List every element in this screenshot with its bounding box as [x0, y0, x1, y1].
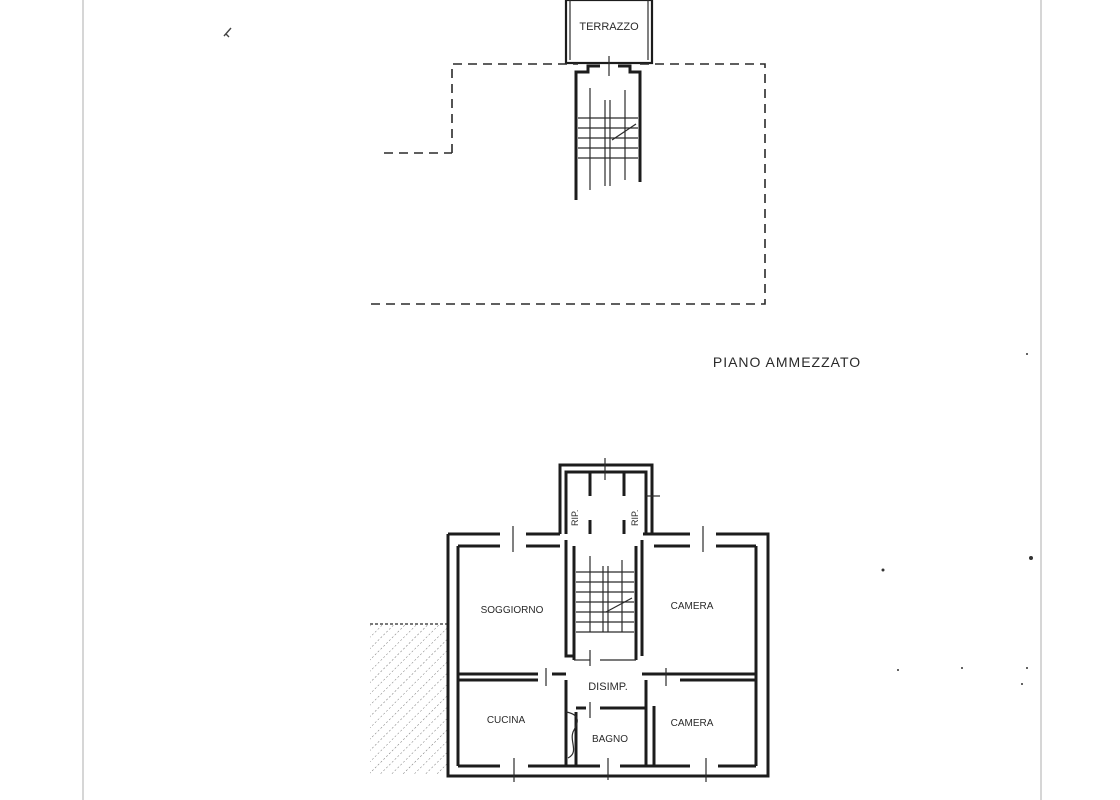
upper-plan: TERRAZZO [366, 0, 766, 305]
door-marks [512, 526, 707, 782]
room-camera-bottom: CAMERA [671, 718, 714, 729]
pencil-mark [223, 27, 232, 38]
scan-specks [881, 353, 1033, 685]
room-soggiorno: SOGGIORNO [481, 605, 544, 616]
floor-title: PIANO AMMEZZATO [713, 354, 861, 370]
upper-stair-core [574, 56, 642, 200]
hatched-courtyard [370, 624, 448, 774]
terrace-label: TERRAZZO [579, 21, 639, 33]
room-disimp: DISIMP. [588, 681, 628, 693]
room-bagno: BAGNO [592, 734, 628, 745]
room-cucina: CUCINA [487, 715, 526, 726]
lower-stair [576, 556, 634, 633]
lower-plan: RIP. RIP. [370, 458, 770, 782]
drawing-sheet [82, 0, 1042, 800]
rip-right-label: RIP. [630, 510, 640, 526]
room-camera-top: CAMERA [671, 601, 714, 612]
upper-dashed-outline [366, 63, 766, 305]
rip-left-label: RIP. [570, 510, 580, 526]
